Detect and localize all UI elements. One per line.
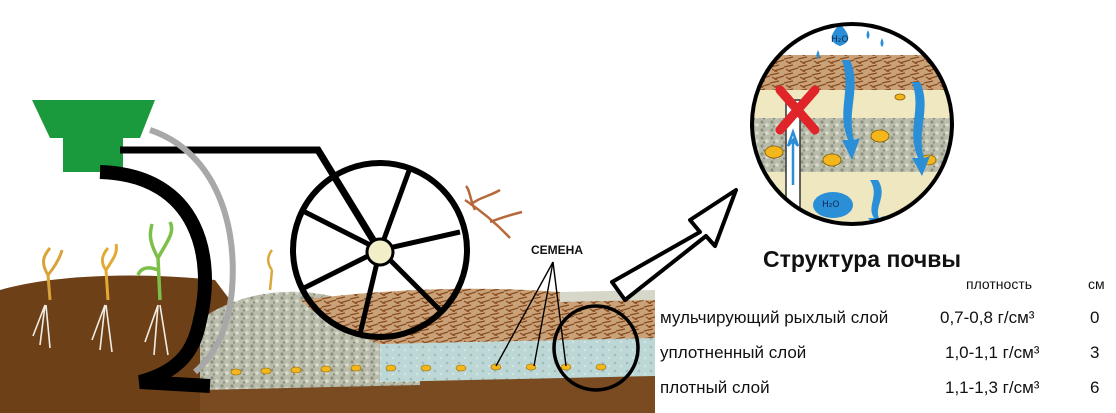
seed-hopper	[32, 100, 155, 138]
layer-depth: 0	[1090, 308, 1099, 328]
seeds-label: СЕМЕНА	[531, 243, 583, 257]
layer-depth: 3	[1090, 343, 1099, 363]
layer-name: мульчирующий рыхлый слой	[660, 308, 888, 328]
zoom-arrow	[612, 190, 736, 300]
surface-strip	[560, 290, 655, 302]
layer-density: 1,0-1,1 г/см³	[945, 343, 1039, 363]
uprooted-weed	[465, 186, 522, 238]
layer-name: плотный слой	[660, 378, 770, 398]
water-label-bottom: H₂O	[822, 200, 839, 210]
layer-depth: 6	[1090, 378, 1099, 398]
water-label-top: H₂O	[831, 35, 848, 45]
machine-frame	[120, 150, 378, 248]
layer-density: 0,7-0,8 г/см³	[940, 308, 1034, 328]
wheel-hub	[367, 239, 393, 265]
density-column-header: плотность	[966, 276, 1032, 292]
unit-column-header: см	[1088, 276, 1105, 292]
layer-name: уплотненный слой	[660, 343, 806, 363]
zoom-dense-layer	[752, 172, 952, 227]
soil-structure-title: Структура почвы	[763, 246, 961, 273]
layer-density: 1,1-1,3 г/см³	[945, 378, 1039, 398]
